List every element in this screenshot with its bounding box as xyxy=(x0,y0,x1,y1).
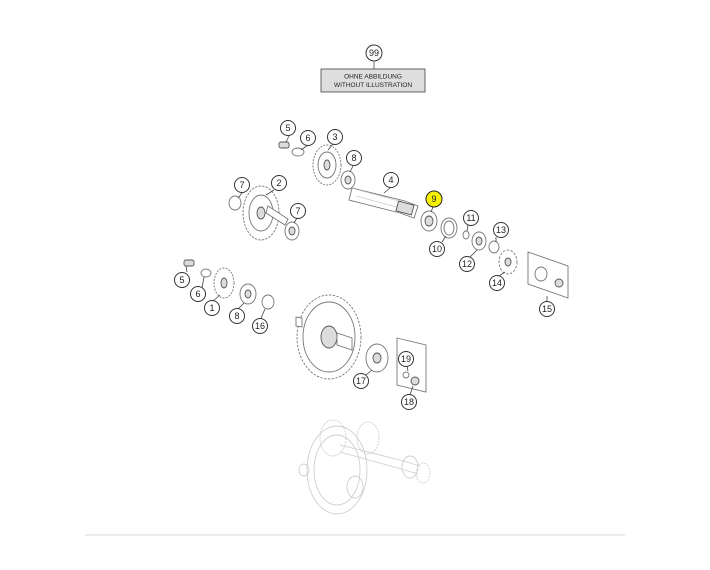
kit-nut xyxy=(410,376,420,386)
callout-19[interactable]: 19 xyxy=(398,351,414,367)
kit-nut xyxy=(554,278,564,288)
leader-lines xyxy=(185,135,548,396)
callout-6[interactable]: 6 xyxy=(190,286,206,302)
sprocket-bore xyxy=(504,257,512,267)
callout-99[interactable]: 99 xyxy=(365,44,383,62)
callout-6[interactable]: 6 xyxy=(300,130,316,146)
callout-1-label: 1 xyxy=(209,303,214,313)
callout-18-label: 18 xyxy=(404,397,414,407)
callout-3-label: 3 xyxy=(332,132,337,142)
assembled-drum xyxy=(306,425,368,515)
assembled-gear-left xyxy=(319,419,347,457)
callout-14[interactable]: 14 xyxy=(489,275,505,291)
callout-18[interactable]: 18 xyxy=(401,394,417,410)
bearing-bore xyxy=(372,352,382,364)
gear-bore xyxy=(323,159,331,171)
kit-panel-15 xyxy=(527,251,569,299)
bearing-bore xyxy=(475,236,483,246)
seal-part xyxy=(261,294,275,310)
callout-8-label: 8 xyxy=(234,311,239,321)
bearing-bore xyxy=(344,175,352,185)
callout-3[interactable]: 3 xyxy=(327,129,343,145)
callout-16-label: 16 xyxy=(255,321,265,331)
gear-bore xyxy=(220,277,228,289)
ring-inner xyxy=(443,220,455,236)
callout-13[interactable]: 13 xyxy=(493,222,509,238)
main-shaft-group xyxy=(348,187,569,299)
assembled-hub xyxy=(346,475,364,499)
callout-6-label: 6 xyxy=(195,289,200,299)
washer-part xyxy=(200,268,212,278)
callout-9[interactable]: 9 xyxy=(425,190,443,208)
lower-left-cluster xyxy=(183,259,275,310)
callout-5[interactable]: 5 xyxy=(174,272,190,288)
callout-1[interactable]: 1 xyxy=(204,300,220,316)
bearing-bore xyxy=(288,226,296,236)
assembled-shaft xyxy=(339,444,421,475)
callout-8[interactable]: 8 xyxy=(229,308,245,324)
bolt-part xyxy=(278,141,290,149)
callout-99-label: 99 xyxy=(369,48,379,58)
gear-bore xyxy=(256,206,266,220)
callout-17[interactable]: 17 xyxy=(353,373,369,389)
callout-19-label: 19 xyxy=(401,354,411,364)
callout-7[interactable]: 7 xyxy=(234,177,250,193)
callout-11-label: 11 xyxy=(466,213,475,223)
callout-7[interactable]: 7 xyxy=(290,203,306,219)
assembled-gear-right xyxy=(356,421,380,455)
drum-stub xyxy=(295,316,303,328)
note-line-1: OHNE ABBILDUNG xyxy=(344,74,402,81)
note-group: 99 OHNE ABBILDUNG WITHOUT ILLUSTRATION xyxy=(320,44,426,93)
callout-4[interactable]: 4 xyxy=(383,172,399,188)
clip-part xyxy=(462,230,470,240)
upper-gear-cluster xyxy=(278,141,356,190)
callout-4-label: 4 xyxy=(388,175,393,185)
callout-15-label: 15 xyxy=(542,304,552,314)
callout-6-label: 6 xyxy=(305,133,310,143)
callout-10[interactable]: 10 xyxy=(429,241,445,257)
spacer-bore xyxy=(424,215,434,227)
assembled-stub xyxy=(298,463,310,477)
callout-2[interactable]: 2 xyxy=(271,175,287,191)
callout-15[interactable]: 15 xyxy=(539,301,555,317)
callout-5[interactable]: 5 xyxy=(280,120,296,136)
kit-ring xyxy=(402,371,410,379)
note-box xyxy=(320,68,426,93)
note-line-2: WITHOUT ILLUSTRATION xyxy=(334,82,412,89)
bolt-part xyxy=(183,259,195,267)
callout-9-label: 9 xyxy=(431,194,436,204)
callout-7-label: 7 xyxy=(295,206,300,216)
assembled-view xyxy=(298,419,431,515)
callouts: 5 6 3 8 7 2 4 9 7 10 11 13 12 5 6 14 15 … xyxy=(174,120,555,410)
assembled-drum-inner xyxy=(313,434,361,506)
callout-5-label: 5 xyxy=(285,123,290,133)
callout-12[interactable]: 12 xyxy=(459,256,475,272)
kit-washer xyxy=(534,266,548,282)
callout-16[interactable]: 16 xyxy=(252,318,268,334)
callout-8[interactable]: 8 xyxy=(346,150,362,166)
seal-part xyxy=(488,240,500,254)
shaft-spline xyxy=(355,189,404,209)
shaft-spline-end xyxy=(395,200,415,216)
callout-11[interactable]: 11 xyxy=(463,210,479,226)
bearing-bore xyxy=(244,289,252,299)
bearing-part xyxy=(228,195,242,211)
callout-2-label: 2 xyxy=(276,178,281,188)
clutch-drum xyxy=(295,294,427,393)
callout-17-label: 17 xyxy=(356,376,366,386)
shaft-stub xyxy=(265,205,289,226)
callout-12-label: 12 xyxy=(462,259,472,269)
callout-13-label: 13 xyxy=(496,225,506,235)
callout-5-label: 5 xyxy=(179,275,184,285)
drum-shaft xyxy=(336,332,353,351)
assembled-bearing xyxy=(401,455,419,479)
assembled-sprocket xyxy=(415,462,431,484)
callout-14-label: 14 xyxy=(492,278,502,288)
callout-7-label: 7 xyxy=(239,180,244,190)
callout-8-label: 8 xyxy=(351,153,356,163)
drum-hub xyxy=(320,325,338,349)
callout-10-label: 10 xyxy=(432,244,442,254)
left-gear-cluster xyxy=(228,185,300,241)
